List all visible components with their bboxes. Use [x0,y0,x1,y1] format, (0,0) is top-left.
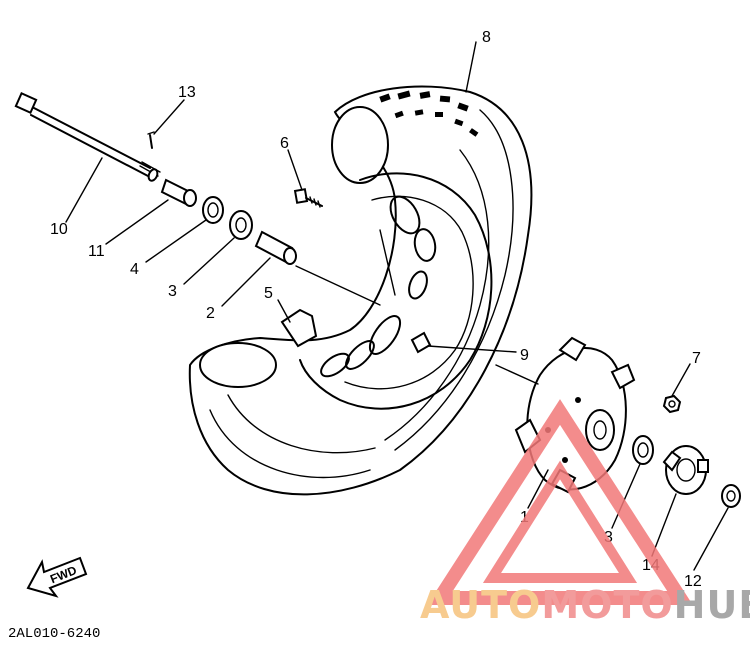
callout-11: 11 [88,243,105,260]
cotter-pin [147,131,155,149]
callout-5: 5 [264,285,273,302]
callout-10: 10 [50,221,68,238]
oil-seal-4 [202,196,224,224]
callout-7: 7 [692,350,701,367]
callout-3-left: 3 [168,283,177,300]
clip-9 [410,331,432,354]
spacer-2 [254,230,297,265]
watermark-auto: AUTO [420,583,541,627]
watermark-triangle [427,399,693,605]
callout-2: 2 [206,305,215,322]
watermark-inner-triangle [482,460,638,583]
wheel-hub [514,336,636,494]
callout-8: 8 [482,29,491,46]
nut-7 [662,394,682,414]
callout-6: 6 [280,135,289,152]
watermark-logo: AUTOMOTOHUB [420,399,750,627]
watermark-text: AUTOMOTOHUB [420,583,750,627]
spacer-collar-11 [160,178,197,207]
forward-arrow: FWD [26,556,88,598]
tire [188,85,533,496]
callout-4: 4 [130,261,139,278]
watermark-moto: MOTO [541,583,673,627]
callout-3-right: 3 [604,529,613,546]
callout-9: 9 [520,347,529,364]
bolt-6 [293,188,323,208]
wheel-rim [299,172,493,410]
collar-12 [721,484,741,508]
callout-13: 13 [178,84,196,101]
tread-pattern [379,90,479,137]
leader-lines [65,41,729,571]
drawing-code: 2AL010-6240 [8,626,100,642]
plate-5 [280,308,318,348]
bearing-right [632,435,654,465]
callout-12: 12 [684,573,702,590]
speedometer-gear-unit [662,445,709,495]
watermark-hub: HUB [674,583,750,627]
bearing-left [229,210,253,240]
axle [14,92,161,182]
